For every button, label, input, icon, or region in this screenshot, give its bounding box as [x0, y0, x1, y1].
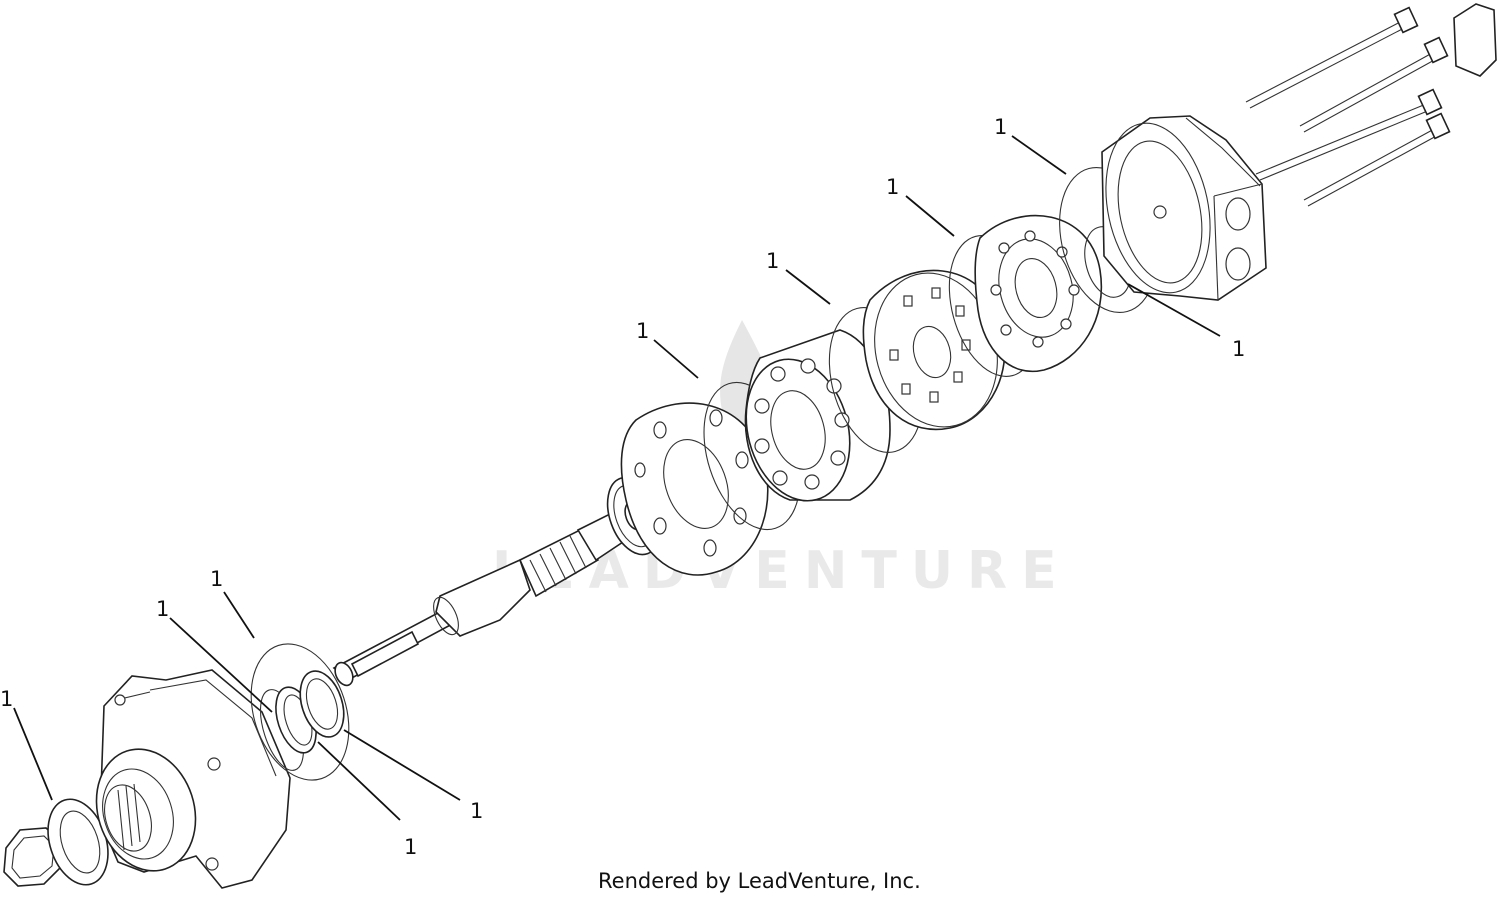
callout-label: 1 [404, 835, 417, 859]
callout-label: 1 [886, 175, 899, 199]
leader-lines [13, 135, 1221, 821]
wear-plate [620, 402, 769, 576]
callout-label: 1 [766, 249, 779, 273]
callout-label: 1 [156, 597, 169, 621]
callouts: 1 1 1 1 1 1 1 1 1 1 [0, 115, 1245, 859]
bolts [1245, 6, 1451, 207]
front-o-rings [250, 643, 350, 781]
output-shaft [332, 512, 628, 687]
valve-plate [974, 214, 1103, 373]
front-housing [95, 669, 291, 889]
end-cap [1101, 115, 1267, 301]
credit-text: Rendered by LeadVenture, Inc. [598, 869, 921, 893]
callout-label: 1 [636, 319, 649, 343]
callout-label: 1 [994, 115, 1007, 139]
commutator-plate [862, 269, 1006, 431]
callout-label: 1 [0, 687, 13, 711]
callout-label: 1 [470, 799, 483, 823]
callout-label: 1 [210, 567, 223, 591]
gerotor-set [744, 329, 891, 502]
name-plate [1453, 3, 1497, 77]
callout-label: 1 [1232, 337, 1245, 361]
